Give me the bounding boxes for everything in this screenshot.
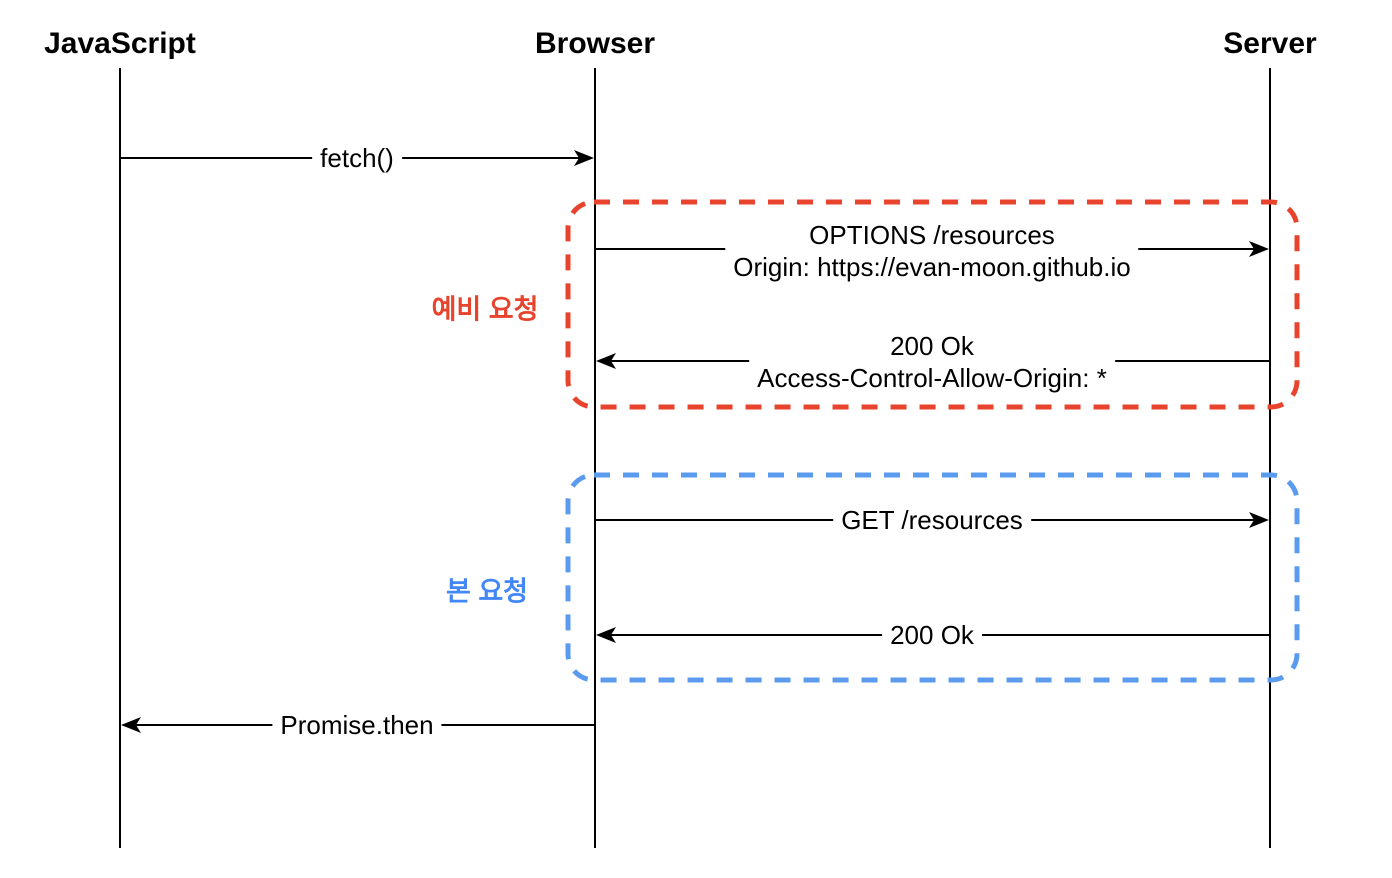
actor-label-javascript: JavaScript xyxy=(44,27,196,60)
message-label-preflight-request: OPTIONS /resources Origin: https://evan-… xyxy=(725,219,1139,283)
group-label-main: 본 요청 xyxy=(445,576,529,607)
main-response-arrowhead-icon xyxy=(596,627,616,643)
main-group-box xyxy=(565,472,1300,683)
promise-then-arrowhead-icon xyxy=(121,717,141,733)
actor-label-server: Server xyxy=(1223,27,1317,60)
message-line: OPTIONS /resources xyxy=(809,220,1055,250)
message-line: Origin: https://evan-moon.github.io xyxy=(733,252,1131,282)
actor-label-browser: Browser xyxy=(534,27,656,60)
preflight-group-box xyxy=(565,199,1300,410)
preflight-response-arrowhead-icon xyxy=(596,353,616,369)
group-label-preflight: 예비 요청 xyxy=(431,294,539,325)
preflight-request-arrowhead-icon xyxy=(1249,241,1269,257)
fetch-arrowhead-icon xyxy=(574,150,594,166)
message-line: Access-Control-Allow-Origin: * xyxy=(757,363,1107,393)
message-label-main-request: GET /resources xyxy=(833,504,1031,536)
message-label-promise-then: Promise.then xyxy=(272,709,442,741)
message-label-main-response: 200 Ok xyxy=(882,619,982,651)
message-label-preflight-response: 200 Ok Access-Control-Allow-Origin: * xyxy=(749,330,1115,394)
main-request-arrowhead-icon xyxy=(1249,512,1269,528)
message-line: 200 Ok xyxy=(890,331,974,361)
message-label-fetch: fetch() xyxy=(312,142,402,174)
